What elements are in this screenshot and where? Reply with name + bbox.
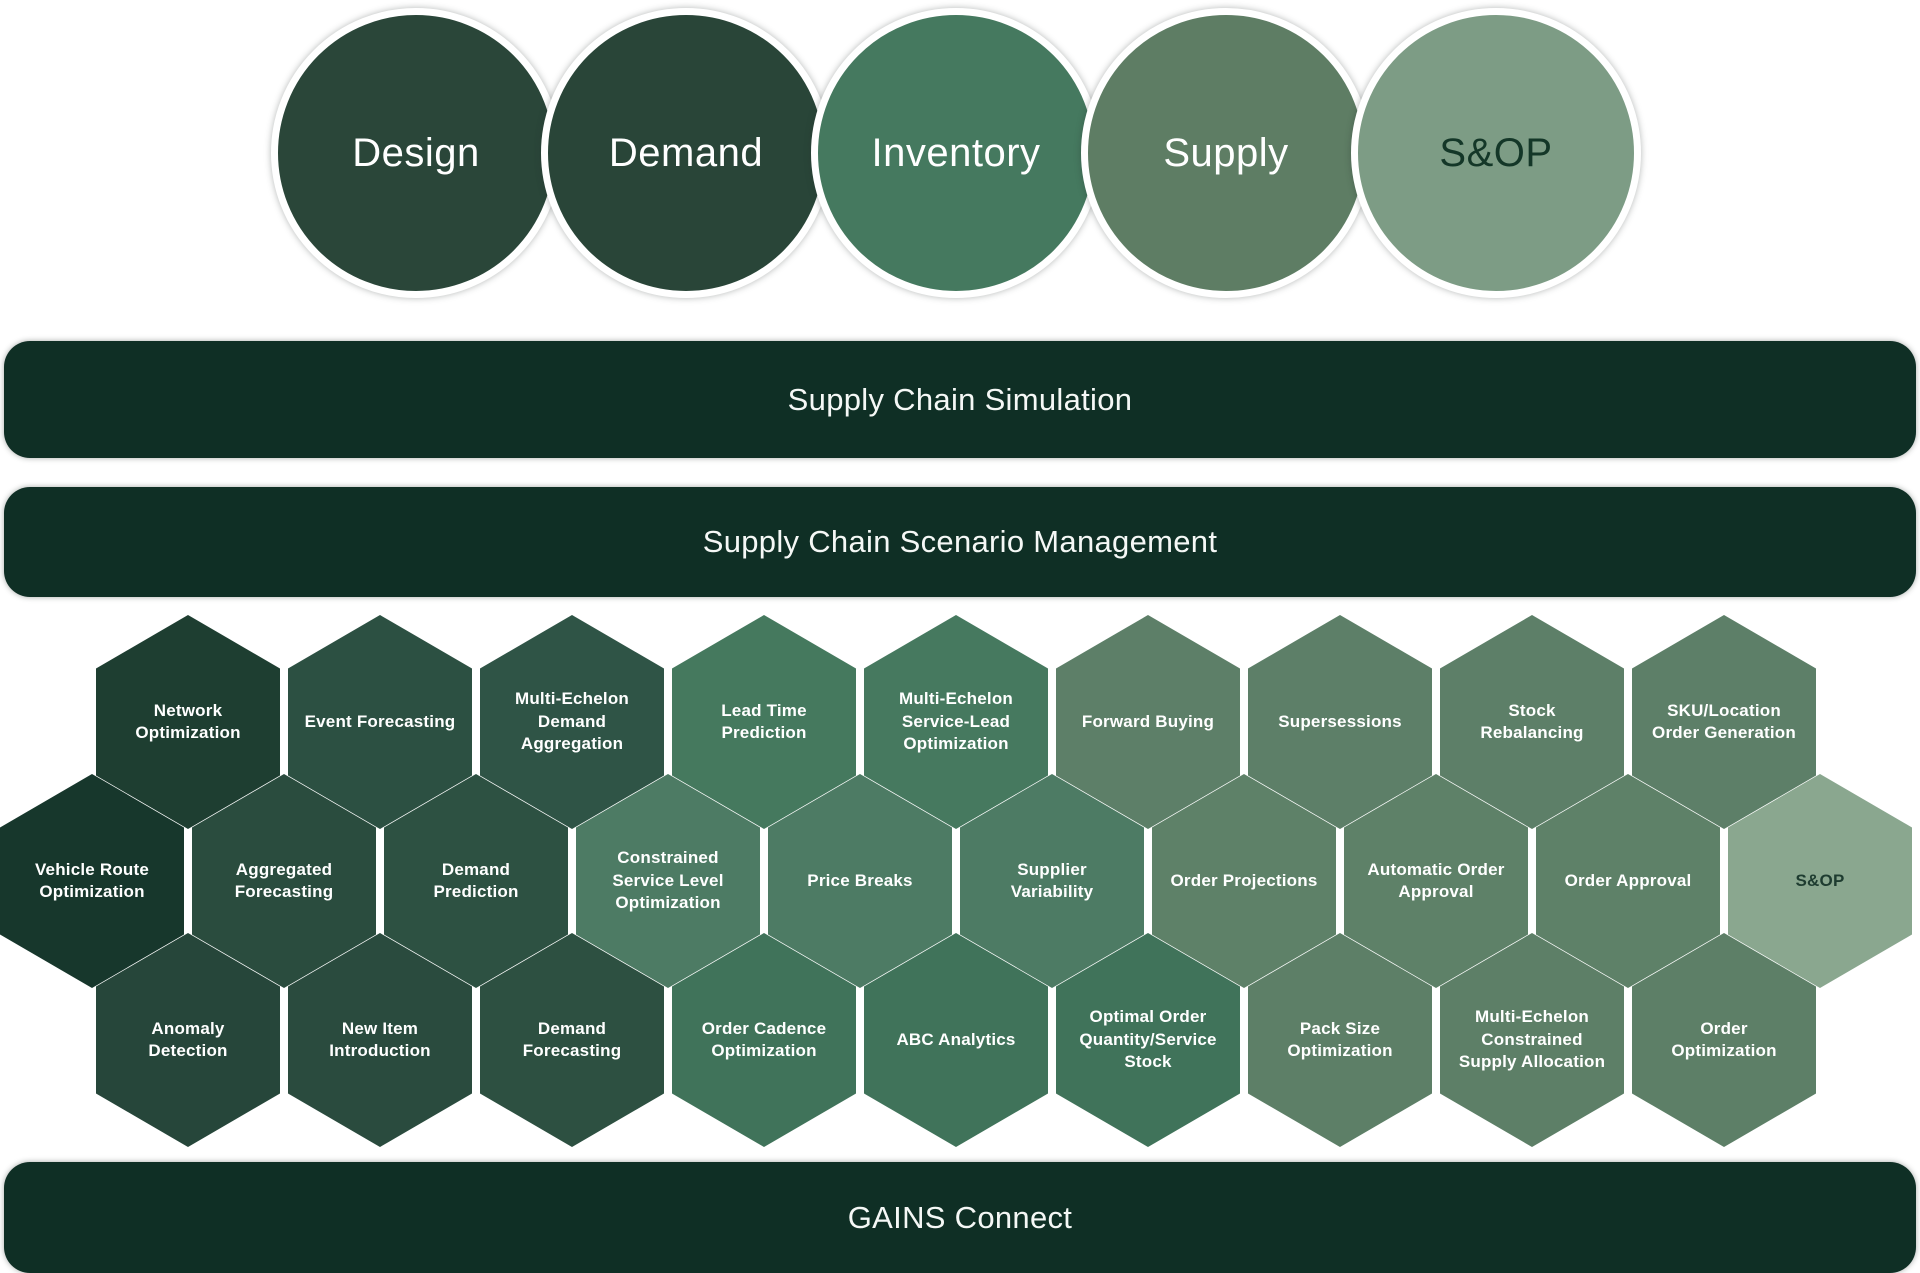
bar-label: Supply Chain Simulation	[787, 381, 1133, 417]
hex-label: Order Optimization	[1671, 1018, 1777, 1060]
bar-gains-connect: GAINS Connect	[4, 1162, 1916, 1273]
circle-design: Design	[271, 8, 561, 298]
circle-label: Supply	[1163, 130, 1289, 175]
bar-supply-chain-scenario-management: Supply Chain Scenario Management	[4, 487, 1916, 597]
hex-price-breaks: Price Breaks	[768, 774, 952, 988]
hex-label: Event Forecasting	[304, 711, 456, 731]
hex-aggregated-forecasting: Aggregated Forecasting	[192, 774, 376, 988]
hex-label: Optimal Order Quantity/Service Stock	[1079, 1007, 1217, 1072]
hex-label: ABC Analytics	[896, 1029, 1016, 1049]
circle-s-op: S&OP	[1351, 8, 1641, 298]
hex-label: Vehicle Route Optimization	[34, 859, 150, 901]
circle-inventory: Inventory	[811, 8, 1101, 298]
hex-label: Stock Rebalancing	[1480, 700, 1584, 742]
circle-label: Inventory	[871, 130, 1041, 175]
hex-label: Supersessions	[1278, 711, 1402, 731]
hex-multi-echelon-service-lead-optimization: Multi-Echelon Service-Lead Optimization	[864, 615, 1048, 829]
hex-lead-time-prediction: Lead Time Prediction	[672, 615, 856, 829]
hex-demand-prediction: Demand Prediction	[384, 774, 568, 988]
circle-label: Demand	[608, 130, 764, 175]
circle-label: S&OP	[1439, 130, 1553, 175]
hex-label: Constrained Service Level Optimization	[612, 848, 724, 913]
hex-label: Multi-Echelon Service-Lead Optimization	[898, 689, 1014, 754]
bar-label: Supply Chain Scenario Management	[702, 524, 1218, 559]
hex-label: S&OP	[1795, 870, 1845, 890]
hex-label: Network Optimization	[135, 700, 241, 742]
circle-demand: Demand	[541, 8, 831, 298]
hex-label: Multi-Echelon Demand Aggregation	[514, 689, 630, 754]
hex-constrained-service-level-optimization: Constrained Service Level Optimization	[576, 774, 760, 988]
hex-label: Lead Time Prediction	[721, 700, 807, 742]
hex-label: New Item Introduction	[329, 1018, 431, 1060]
hex-label: Forward Buying	[1081, 711, 1215, 731]
hex-event-forecasting: Event Forecasting	[288, 615, 472, 829]
hex-label: Automatic Order Approval	[1367, 859, 1505, 901]
hex-multi-echelon-demand-aggregation: Multi-Echelon Demand Aggregation	[480, 615, 664, 829]
hex-label: SKU/Location Order Generation	[1652, 700, 1796, 742]
circle-supply: Supply	[1081, 8, 1371, 298]
bar-supply-chain-simulation: Supply Chain Simulation	[4, 341, 1916, 458]
hex-label: Demand Forecasting	[522, 1018, 622, 1060]
hex-label: Price Breaks	[807, 870, 913, 890]
bar-label: GAINS Connect	[847, 1199, 1073, 1235]
hex-label: Multi-Echelon Constrained Supply Allocat…	[1458, 1007, 1606, 1072]
hex-vehicle-route-optimization: Vehicle Route Optimization	[0, 774, 184, 988]
hex-label: Order Approval	[1564, 870, 1692, 890]
hex-label: Pack Size Optimization	[1287, 1018, 1393, 1060]
hex-label: Aggregated Forecasting	[234, 859, 334, 901]
hex-label: Supplier Variability	[1010, 859, 1094, 901]
hex-network-optimization: Network Optimization	[96, 615, 280, 829]
circle-label: Design	[352, 130, 480, 175]
hex-label: Demand Prediction	[433, 859, 519, 901]
hex-label: Anomaly Detection	[148, 1018, 228, 1060]
hex-label: Order Projections	[1170, 870, 1318, 890]
hex-label: Order Cadence Optimization	[701, 1018, 827, 1060]
